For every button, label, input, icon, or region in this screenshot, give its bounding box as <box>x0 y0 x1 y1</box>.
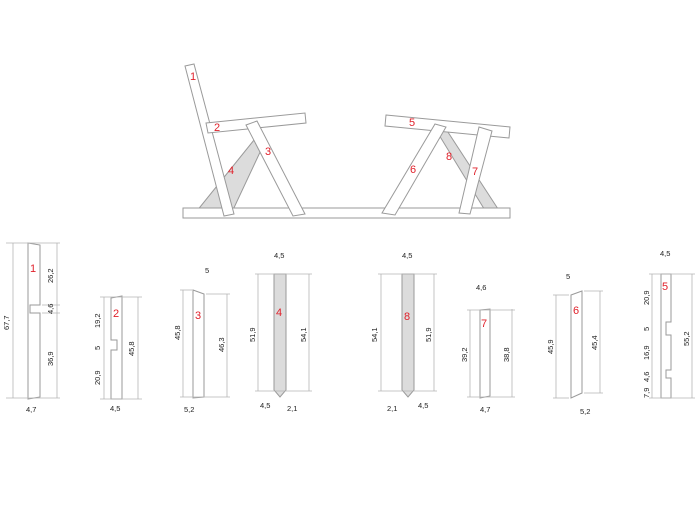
part-5-label: 5 <box>662 281 668 293</box>
dim-text: 4,7 <box>480 405 490 414</box>
dim-text: 20,9 <box>642 290 651 305</box>
dim-text: 54,1 <box>299 327 308 342</box>
dim-text: 4,5 <box>274 251 284 260</box>
dim-text: 51,9 <box>424 327 433 342</box>
part-6-label: 6 <box>573 305 579 317</box>
dim-text: 4,6 <box>46 304 55 314</box>
dim-text: 38,8 <box>502 347 511 362</box>
assembly-label-2: 2 <box>214 122 220 134</box>
dim-text: 16,9 <box>642 345 651 360</box>
dim-text: 45,9 <box>546 339 555 354</box>
dim-text: 5 <box>93 346 102 350</box>
dim-text: 4,6 <box>642 372 651 382</box>
dim-text: 39,2 <box>460 347 469 362</box>
dim-text: 4,7 <box>26 405 36 414</box>
dim-text: 4,5 <box>110 404 120 413</box>
dim-text: 4,6 <box>476 283 486 292</box>
dim-text: 54,1 <box>370 327 379 342</box>
assembly-label-1: 1 <box>190 71 196 83</box>
dim-text: 36,9 <box>46 351 55 366</box>
dim-text: 20,9 <box>93 370 102 385</box>
dim-text: 2,1 <box>387 404 397 413</box>
dim-text: 51,9 <box>248 327 257 342</box>
assembly-part-6 <box>381 123 447 216</box>
assembly-part-1 <box>184 63 235 217</box>
part-3-detail: 3 45,8 46,3 5 5,2 <box>173 266 230 414</box>
dim-text: 4,5 <box>402 251 412 260</box>
part-6-detail: 6 5 45,9 45,4 5,2 <box>546 272 603 416</box>
dim-text: 4,5 <box>260 401 270 410</box>
assembly-part-3 <box>245 120 306 217</box>
dim-text: 5 <box>566 272 570 281</box>
dim-text: 45,8 <box>173 325 182 340</box>
part-8-label: 8 <box>404 311 410 323</box>
dim-text: 5 <box>205 266 209 275</box>
part-1-detail: 1 67,7 26,2 4,6 36,9 4,7 <box>2 242 60 414</box>
dim-text: 5,2 <box>580 407 590 416</box>
part-4-label: 4 <box>276 307 282 319</box>
dim-text: 67,7 <box>2 315 11 330</box>
part-4-detail: 4 4,5 51,9 54,1 4,5 2,1 <box>248 251 312 413</box>
assembly-label-6: 6 <box>410 164 416 176</box>
part-5-detail: 5 4,5 20,9 5 16,9 4,6 7,9 55,2 <box>642 249 695 399</box>
assembly-ground-rail <box>182 207 511 219</box>
assembly-label-7: 7 <box>472 166 478 178</box>
dim-text: 26,2 <box>46 268 55 283</box>
dim-text: 7,9 <box>642 388 651 398</box>
part-1-label: 1 <box>30 263 36 275</box>
dim-text: 45,4 <box>590 335 599 350</box>
dim-text: 46,3 <box>217 337 226 352</box>
part-8-detail: 8 4,5 54,1 51,9 2,1 4,5 <box>370 251 437 413</box>
assembly-label-4: 4 <box>228 165 234 177</box>
assembly-view: 1 2 3 4 5 6 7 8 <box>182 63 511 219</box>
dim-text: 5 <box>642 327 651 331</box>
dim-text: 2,1 <box>287 404 297 413</box>
dim-text: 55,2 <box>682 331 691 346</box>
dim-text: 4,5 <box>660 249 670 258</box>
part-2-label: 2 <box>113 308 119 320</box>
dim-text: 19,2 <box>93 313 102 328</box>
assembly-label-5: 5 <box>409 117 415 129</box>
dim-text: 5,2 <box>184 405 194 414</box>
assembly-part-7 <box>458 126 493 215</box>
part-7-detail: 7 4,6 39,2 38,8 4,7 <box>460 283 515 414</box>
assembly-label-3: 3 <box>265 146 271 158</box>
dim-text: 4,5 <box>418 401 428 410</box>
part-3-label: 3 <box>195 310 201 322</box>
part-7-label: 7 <box>481 318 487 330</box>
assembly-label-8: 8 <box>446 151 452 163</box>
part-2-detail: 2 19,2 5 20,9 45,8 4,5 <box>93 295 142 413</box>
dim-text: 45,8 <box>127 341 136 356</box>
